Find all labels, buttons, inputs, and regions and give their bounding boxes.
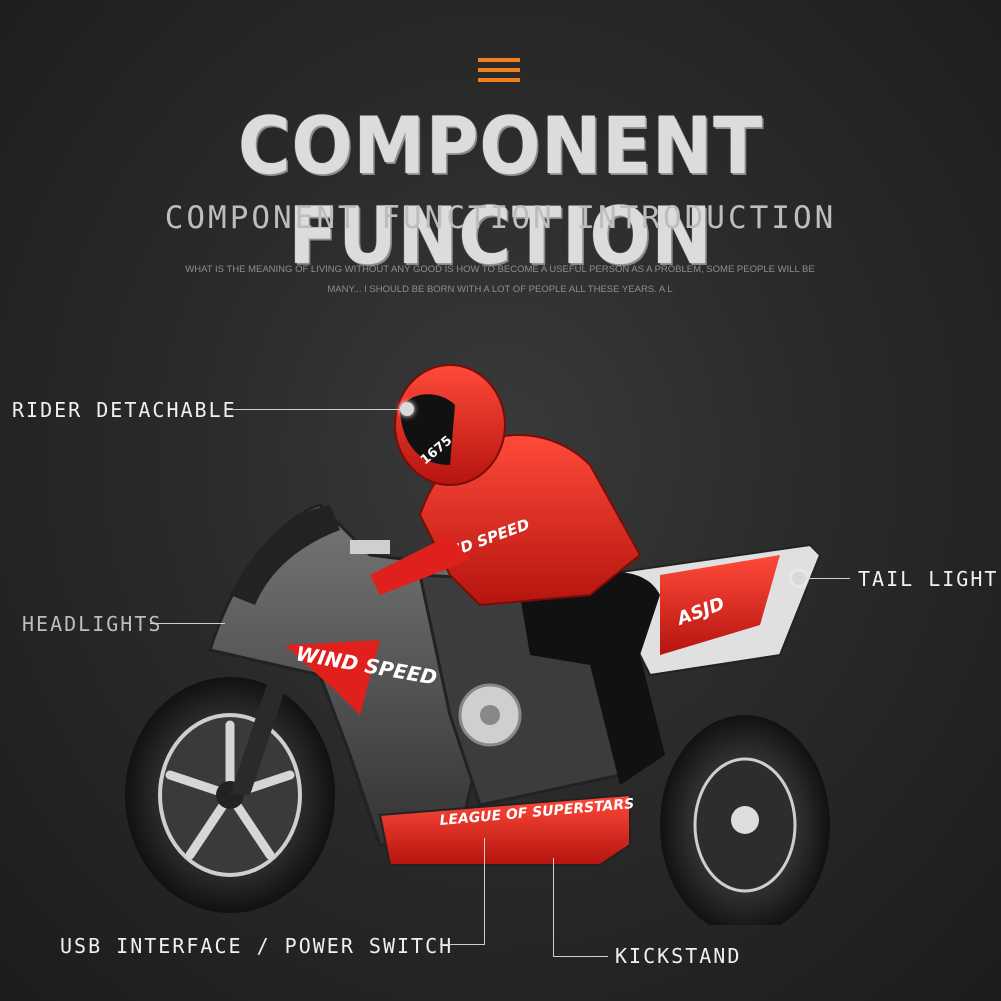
leader-usb-v [484,838,485,945]
page-title: COMPONENT FUNCTION [237,102,764,282]
page-subtitle: COMPONENT FUNCTION INTRODUCTION [164,200,837,236]
motorcycle-illustration: WIND SPEED ASJD LEAGUE OF SUPERSTARS WIN… [125,364,830,925]
lower-skirt [378,793,631,866]
leader-rider [232,409,402,410]
blurb-line-2: MANY... I SHOULD BE BORN WITH A LOT OF P… [327,284,673,295]
label-tail-light: TAIL LIGHT [858,567,999,591]
leader-tail-light [805,578,850,579]
label-usb-power-switch: USB INTERFACE / POWER SWITCH [60,934,454,958]
blurb-line-1: WHAT IS THE MEANING OF LIVING WITHOUT AN… [185,264,815,275]
label-headlights: HEADLIGHTS [22,612,163,636]
label-rider-detachable: RIDER DETACHABLE [12,398,237,422]
leader-kickstand-v [553,858,554,956]
menu-icon [478,58,520,84]
label-kickstand: KICKSTAND [615,944,742,968]
rear-wheel [660,715,830,925]
intro-blurb: WHAT IS THE MEANING OF LIVING WITHOUT AN… [150,260,850,300]
leader-usb-h [440,944,484,945]
point-tail-light [792,571,806,585]
leader-kickstand-h [553,956,608,957]
point-rider [400,402,414,416]
leader-headlights [150,623,225,624]
